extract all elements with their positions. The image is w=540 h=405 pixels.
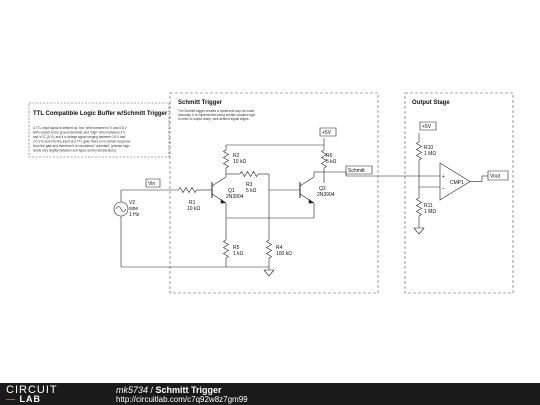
q2-part: 2N3904	[317, 192, 335, 198]
circuitlab-logo[interactable]: CIRCUIT — LAB	[6, 384, 94, 404]
svg-text:and VCC (5 V), and if a voltag: and VCC (5 V), and if a voltage signal r…	[33, 135, 126, 139]
r4-resistor	[265, 239, 273, 259]
v2-type: sine	[129, 206, 138, 212]
ground-icon-output	[413, 227, 425, 235]
schmitt-trigger-box	[169, 92, 379, 294]
vcc2-net-flag	[419, 121, 437, 131]
r10-label: R10	[424, 145, 433, 151]
vin-label: Vin	[148, 181, 155, 187]
author-link[interactable]: mk5734	[116, 385, 149, 395]
logo-bottom-label: LAB	[19, 394, 42, 404]
logo-bottom-text: — LAB	[6, 395, 41, 404]
r4-label: R4	[276, 245, 283, 251]
separator: /	[148, 385, 156, 395]
schmitt-label: Schmitt	[348, 168, 365, 174]
r6-value: 5 kΩ	[326, 159, 337, 165]
vcc1-label: +5V	[322, 130, 332, 136]
schmitt-desc-3: in order to output sharp, well-defined s…	[178, 117, 250, 121]
schmitt-net-flag	[345, 165, 373, 175]
v2-freq: 1 Hz	[129, 212, 140, 218]
sine-wave-icon	[115, 206, 127, 212]
vcc1-net-flag	[319, 127, 337, 137]
r2-resistor	[222, 149, 230, 169]
footer-title-line: mk5734 / Schmitt Trigger	[116, 385, 222, 395]
r3-resistor	[239, 170, 259, 178]
q1-part: 2N3904	[226, 194, 244, 200]
svg-text:2.0 V is sent into the input o: 2.0 V is sent into the input of a TTL ga…	[33, 140, 131, 144]
r1-label: R1	[189, 200, 196, 206]
r10-resistor	[415, 141, 423, 161]
r11-resistor	[415, 197, 423, 217]
r11-value: 1 MΩ	[424, 209, 436, 215]
r2-value: 10 kΩ	[233, 159, 246, 165]
schmitt-desc-1: The Schmitt trigger creates a hysteresis…	[178, 109, 254, 113]
schmitt-desc-2: immunity. It is implemented using emitte…	[178, 113, 256, 117]
output-box-title: Output Stage	[412, 100, 450, 106]
footer-bar: CIRCUIT — LAB mk5734 / Schmitt Trigger h…	[0, 383, 540, 405]
svg-text:from the gate and therefore it: from the gate and therefore it is consid…	[33, 144, 130, 148]
ground-icon	[263, 269, 275, 277]
cmp-plus: +	[442, 174, 445, 180]
v2-label: V2	[129, 200, 135, 206]
logo-top-text: CIRCUIT	[6, 384, 58, 396]
note-title: TTL Compatible Logic Buffer w/Schmitt Tr…	[33, 111, 168, 117]
schematic-diagram: TTL Compatible Logic Buffer w/Schmitt Tr…	[28, 92, 514, 294]
r6-resistor	[320, 149, 328, 169]
svg-text:levels vary slightly between s: levels vary slightly between sub-types a…	[33, 149, 117, 153]
vin-net-flag	[145, 178, 161, 188]
r3-value: 5 kΩ	[246, 188, 257, 194]
r10-value: 1 MΩ	[424, 151, 436, 157]
r5-resistor	[222, 239, 230, 259]
svg-text:with respect to the ground ter: with respect to the ground terminal, and…	[33, 131, 126, 135]
cmp-minus: −	[442, 186, 445, 192]
output-stage-box	[404, 92, 514, 294]
note-body: A TTL input signal is defined as "low" w…	[33, 126, 131, 153]
r2-label: R2	[233, 153, 240, 159]
cmp1-comparator	[439, 162, 471, 201]
r4-value: 100 kΩ	[276, 251, 292, 257]
vcc2-label: +5V	[422, 124, 432, 130]
q2-label: Q2	[319, 186, 326, 192]
r1-value: 10 kΩ	[187, 206, 200, 212]
schematic-canvas: TTL Compatible Logic Buffer w/Schmitt Tr…	[28, 92, 514, 294]
r1-resistor	[177, 186, 197, 194]
r11-label: R11	[424, 203, 433, 209]
cmp1-label: CMP1	[450, 180, 464, 186]
note-box	[28, 102, 170, 158]
vout-label: Vout	[490, 174, 501, 180]
q1-label: Q1	[228, 188, 235, 194]
arrow-icon: —	[6, 394, 20, 404]
r5-value: 1 kΩ	[233, 251, 244, 257]
r6-label: R6	[326, 153, 333, 159]
vout-net-flag	[487, 170, 509, 181]
r3-label: R3	[246, 182, 253, 188]
r5-label: R5	[233, 245, 240, 251]
schmitt-box-title: Schmitt Trigger	[178, 100, 223, 106]
circuit-url-link[interactable]: http://circuitlab.com/c7q92w8z7gm99	[116, 395, 248, 404]
circuit-title: Schmitt Trigger	[155, 385, 222, 395]
svg-text:A TTL input signal is defined: A TTL input signal is defined as "low" w…	[33, 126, 128, 130]
